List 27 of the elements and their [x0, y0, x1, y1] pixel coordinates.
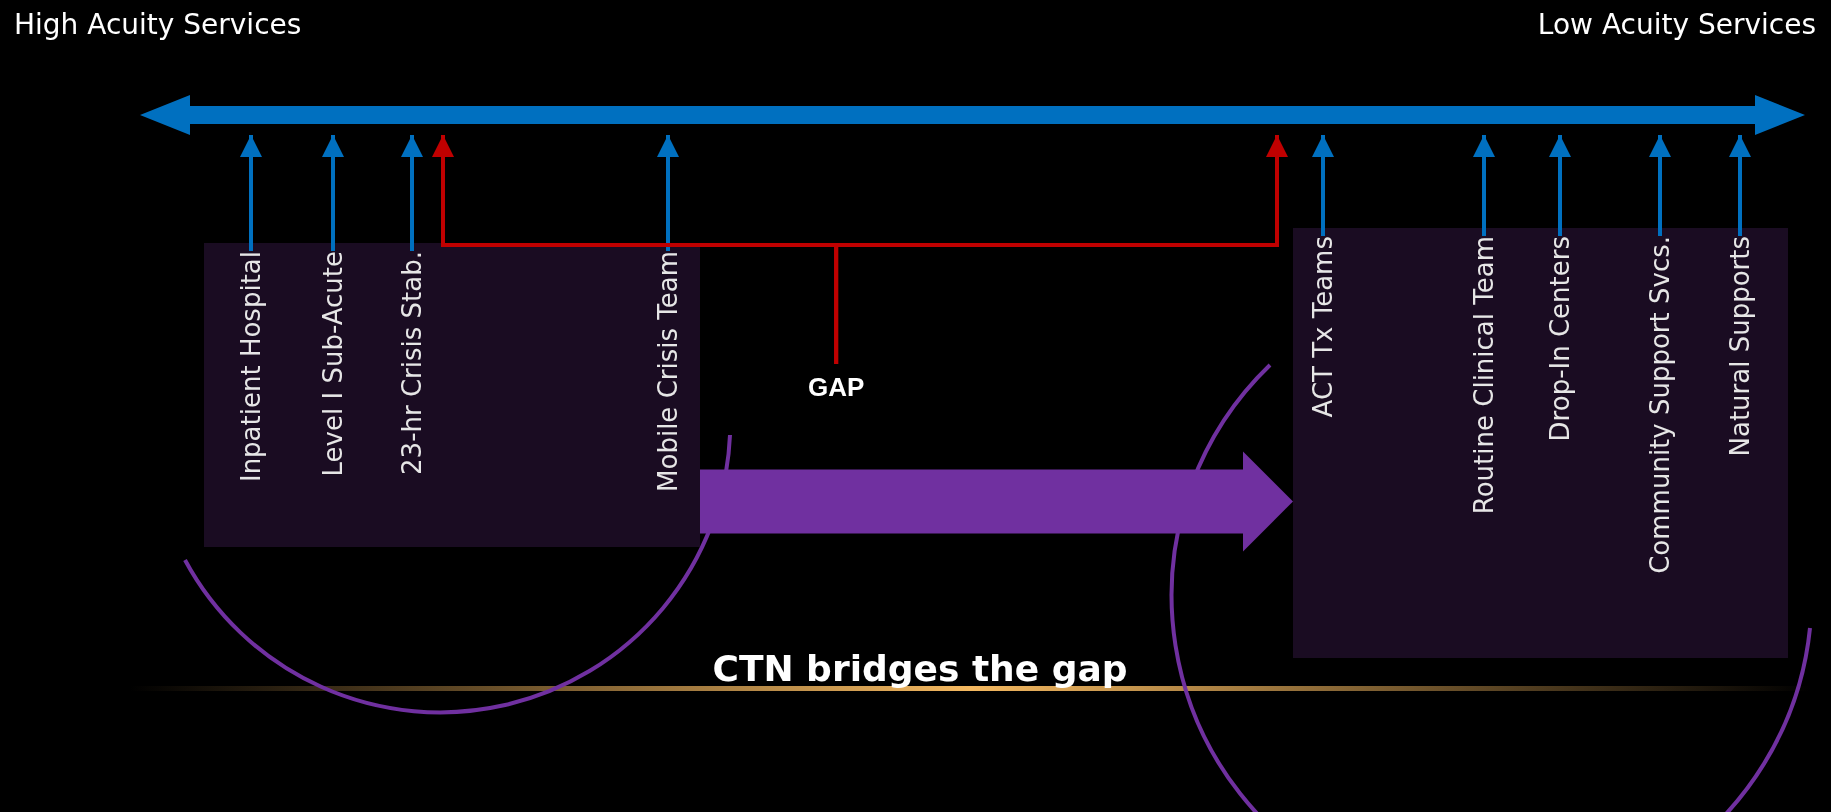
service-label: Drop-In Centers	[1545, 236, 1575, 442]
scale-end-label: High Acuity Services	[14, 8, 302, 41]
arrow	[657, 135, 679, 251]
arrow	[1549, 135, 1571, 236]
arrow	[401, 135, 423, 251]
arrow	[1473, 135, 1495, 236]
panel	[204, 243, 700, 547]
arrow	[322, 135, 344, 251]
service-label: ACT Tx Teams	[1308, 236, 1338, 418]
service-label: 23-hr Crisis Stab.	[397, 251, 427, 475]
service-label: Community Support Svcs.	[1645, 236, 1675, 574]
service-label: Natural Supports	[1725, 236, 1755, 457]
arrow	[834, 135, 1288, 364]
gap-label: GAP	[808, 372, 865, 403]
service-label: Level I Sub-Acute	[318, 251, 348, 477]
arrow	[1649, 135, 1671, 236]
arrow	[1729, 135, 1751, 236]
arrow	[240, 135, 262, 251]
service-label: Mobile Crisis Team	[653, 251, 683, 492]
double-headed-arrow	[140, 95, 1805, 135]
scale-end-label: Low Acuity Services	[1537, 8, 1816, 41]
arrow	[1312, 135, 1334, 236]
service-label: Routine Clinical Team	[1469, 236, 1499, 515]
panel	[1293, 228, 1788, 658]
caption-text: CTN bridges the gap	[712, 648, 1128, 689]
block-arrow	[700, 451, 1293, 552]
service-label: Inpatient Hospital	[236, 251, 266, 483]
